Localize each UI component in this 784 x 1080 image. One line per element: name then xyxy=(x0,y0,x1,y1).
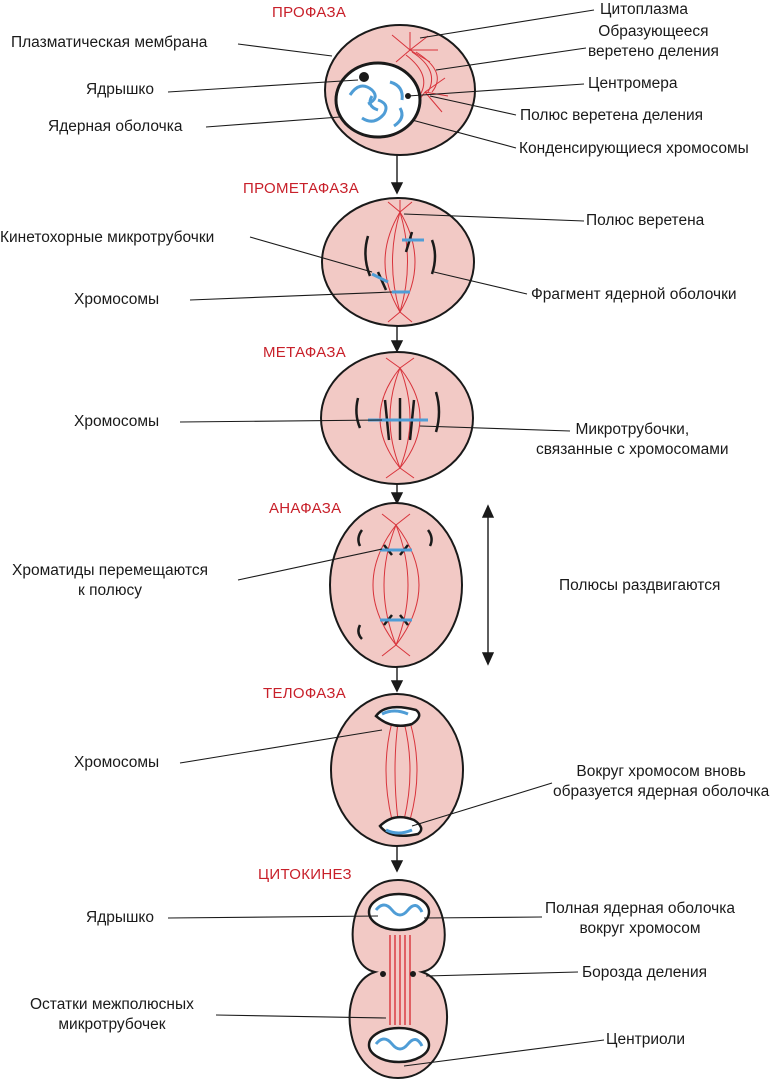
label-condensing-chromosomes: Конденсирующиеся хромосомы xyxy=(519,140,749,157)
label-chromosomes-telophase: Хромосомы xyxy=(74,754,160,771)
prometaphase-chromosomes xyxy=(371,238,424,294)
telophase-spindle xyxy=(385,721,418,821)
label-chromatids-move: Хроматиды перемещаются к полюсу xyxy=(12,561,208,601)
telophase-nucleus-bottom xyxy=(378,815,423,837)
stage-anaphase-title: АНАФАЗА xyxy=(269,500,342,517)
stage-arrows xyxy=(390,155,404,873)
metaphase-spindle xyxy=(379,357,421,479)
label-forming-spindle-line1: Образующееся xyxy=(598,23,709,40)
label-full-envelope: Полная ядерная оболочка вокруг хромосом xyxy=(545,899,735,939)
poles-separate-arrow xyxy=(481,504,495,666)
metaphase-cell xyxy=(320,351,474,485)
label-chromosomes-prometaphase: Хромосомы xyxy=(74,291,160,308)
label-centrioles: Центриоли xyxy=(606,1031,686,1048)
label-nucleolus-prophase: Ядрышко xyxy=(86,81,155,98)
label-envelope-reforms-line2: образуется ядерная оболочка xyxy=(553,783,770,800)
label-plasma-membrane: Плазматическая мембрана xyxy=(11,34,208,51)
stage-cytokinesis-title: ЦИТОКИНЕЗ xyxy=(258,866,352,883)
label-microtubule-remnants-line1: Остатки межполюсных xyxy=(30,996,194,1013)
prometaphase-cell xyxy=(321,197,475,327)
label-kinetochore-microtubules: Кинетохорные микротрубочки xyxy=(0,229,215,246)
label-envelope-reforms-line1: Вокруг хромосом вновь xyxy=(576,763,746,780)
telophase-nucleus-top xyxy=(374,705,421,727)
label-chromatids-move-line1: Хроматиды перемещаются xyxy=(12,562,209,579)
label-cleavage-furrow: Борозда деления xyxy=(582,964,708,981)
label-chromatids-move-line2: к полюсу xyxy=(78,582,142,599)
cytokinesis-nucleus-bottom xyxy=(367,1026,431,1064)
label-forming-spindle-line2: веретено деления xyxy=(588,43,719,60)
stage-prometaphase-title: ПРОМЕТАФАЗА xyxy=(243,180,360,197)
label-forming-spindle: Образующееся веретено деления xyxy=(588,22,719,62)
cytokinesis-cell xyxy=(348,878,448,1080)
label-full-envelope-line2: вокруг хромосом xyxy=(579,920,701,937)
label-bound-microtubules-line2: связанные с хромосомами xyxy=(536,441,729,458)
label-spindle-pole-prometaphase: Полюс веретена xyxy=(586,212,705,229)
prophase-cell xyxy=(324,24,476,156)
label-envelope-reforms: Вокруг хромосом вновь образуется ядерная… xyxy=(553,762,769,802)
label-nucleolus-cytokinesis: Ядрышко xyxy=(86,909,155,926)
telophase-cell xyxy=(330,693,464,847)
label-microtubule-remnants-line2: микротрубочек xyxy=(58,1016,166,1033)
stage-telophase-title: ТЕЛОФАЗА xyxy=(263,685,347,702)
label-cytoplasm: Цитоплазма xyxy=(600,1,688,18)
label-centromere: Центромера xyxy=(588,75,678,92)
cytokinesis-nucleus-top xyxy=(367,892,431,932)
label-bound-microtubules: Микротрубочки, связанные с хромосомами xyxy=(536,420,729,460)
label-envelope-fragment: Фрагмент ядерной оболочки xyxy=(531,286,737,303)
label-nuclear-envelope: Ядерная оболочка xyxy=(48,118,183,135)
label-poles-separate: Полюсы раздвигаются xyxy=(559,577,721,594)
label-microtubule-remnants: Остатки межполюсных микротрубочек xyxy=(30,995,194,1035)
stage-prophase-title: ПРОФАЗА xyxy=(272,4,347,21)
anaphase-spindle xyxy=(372,513,420,657)
label-full-envelope-line1: Полная ядерная оболочка xyxy=(545,900,735,917)
interpolar-microtubules xyxy=(389,935,411,1025)
anaphase-cell xyxy=(329,502,463,668)
prophase-chromosomes xyxy=(348,80,404,128)
prometaphase-spindle xyxy=(384,200,416,323)
label-chromosomes-metaphase: Хромосомы xyxy=(74,413,160,430)
stage-metaphase-title: МЕТАФАЗА xyxy=(263,344,347,361)
prophase-spindle xyxy=(391,32,449,113)
label-spindle-pole-prophase: Полюс веретена деления xyxy=(520,107,704,124)
leader-lines xyxy=(167,9,605,1067)
prophase-nucleolus xyxy=(359,72,369,82)
label-bound-microtubules-line1: Микротрубочки, xyxy=(575,421,690,438)
